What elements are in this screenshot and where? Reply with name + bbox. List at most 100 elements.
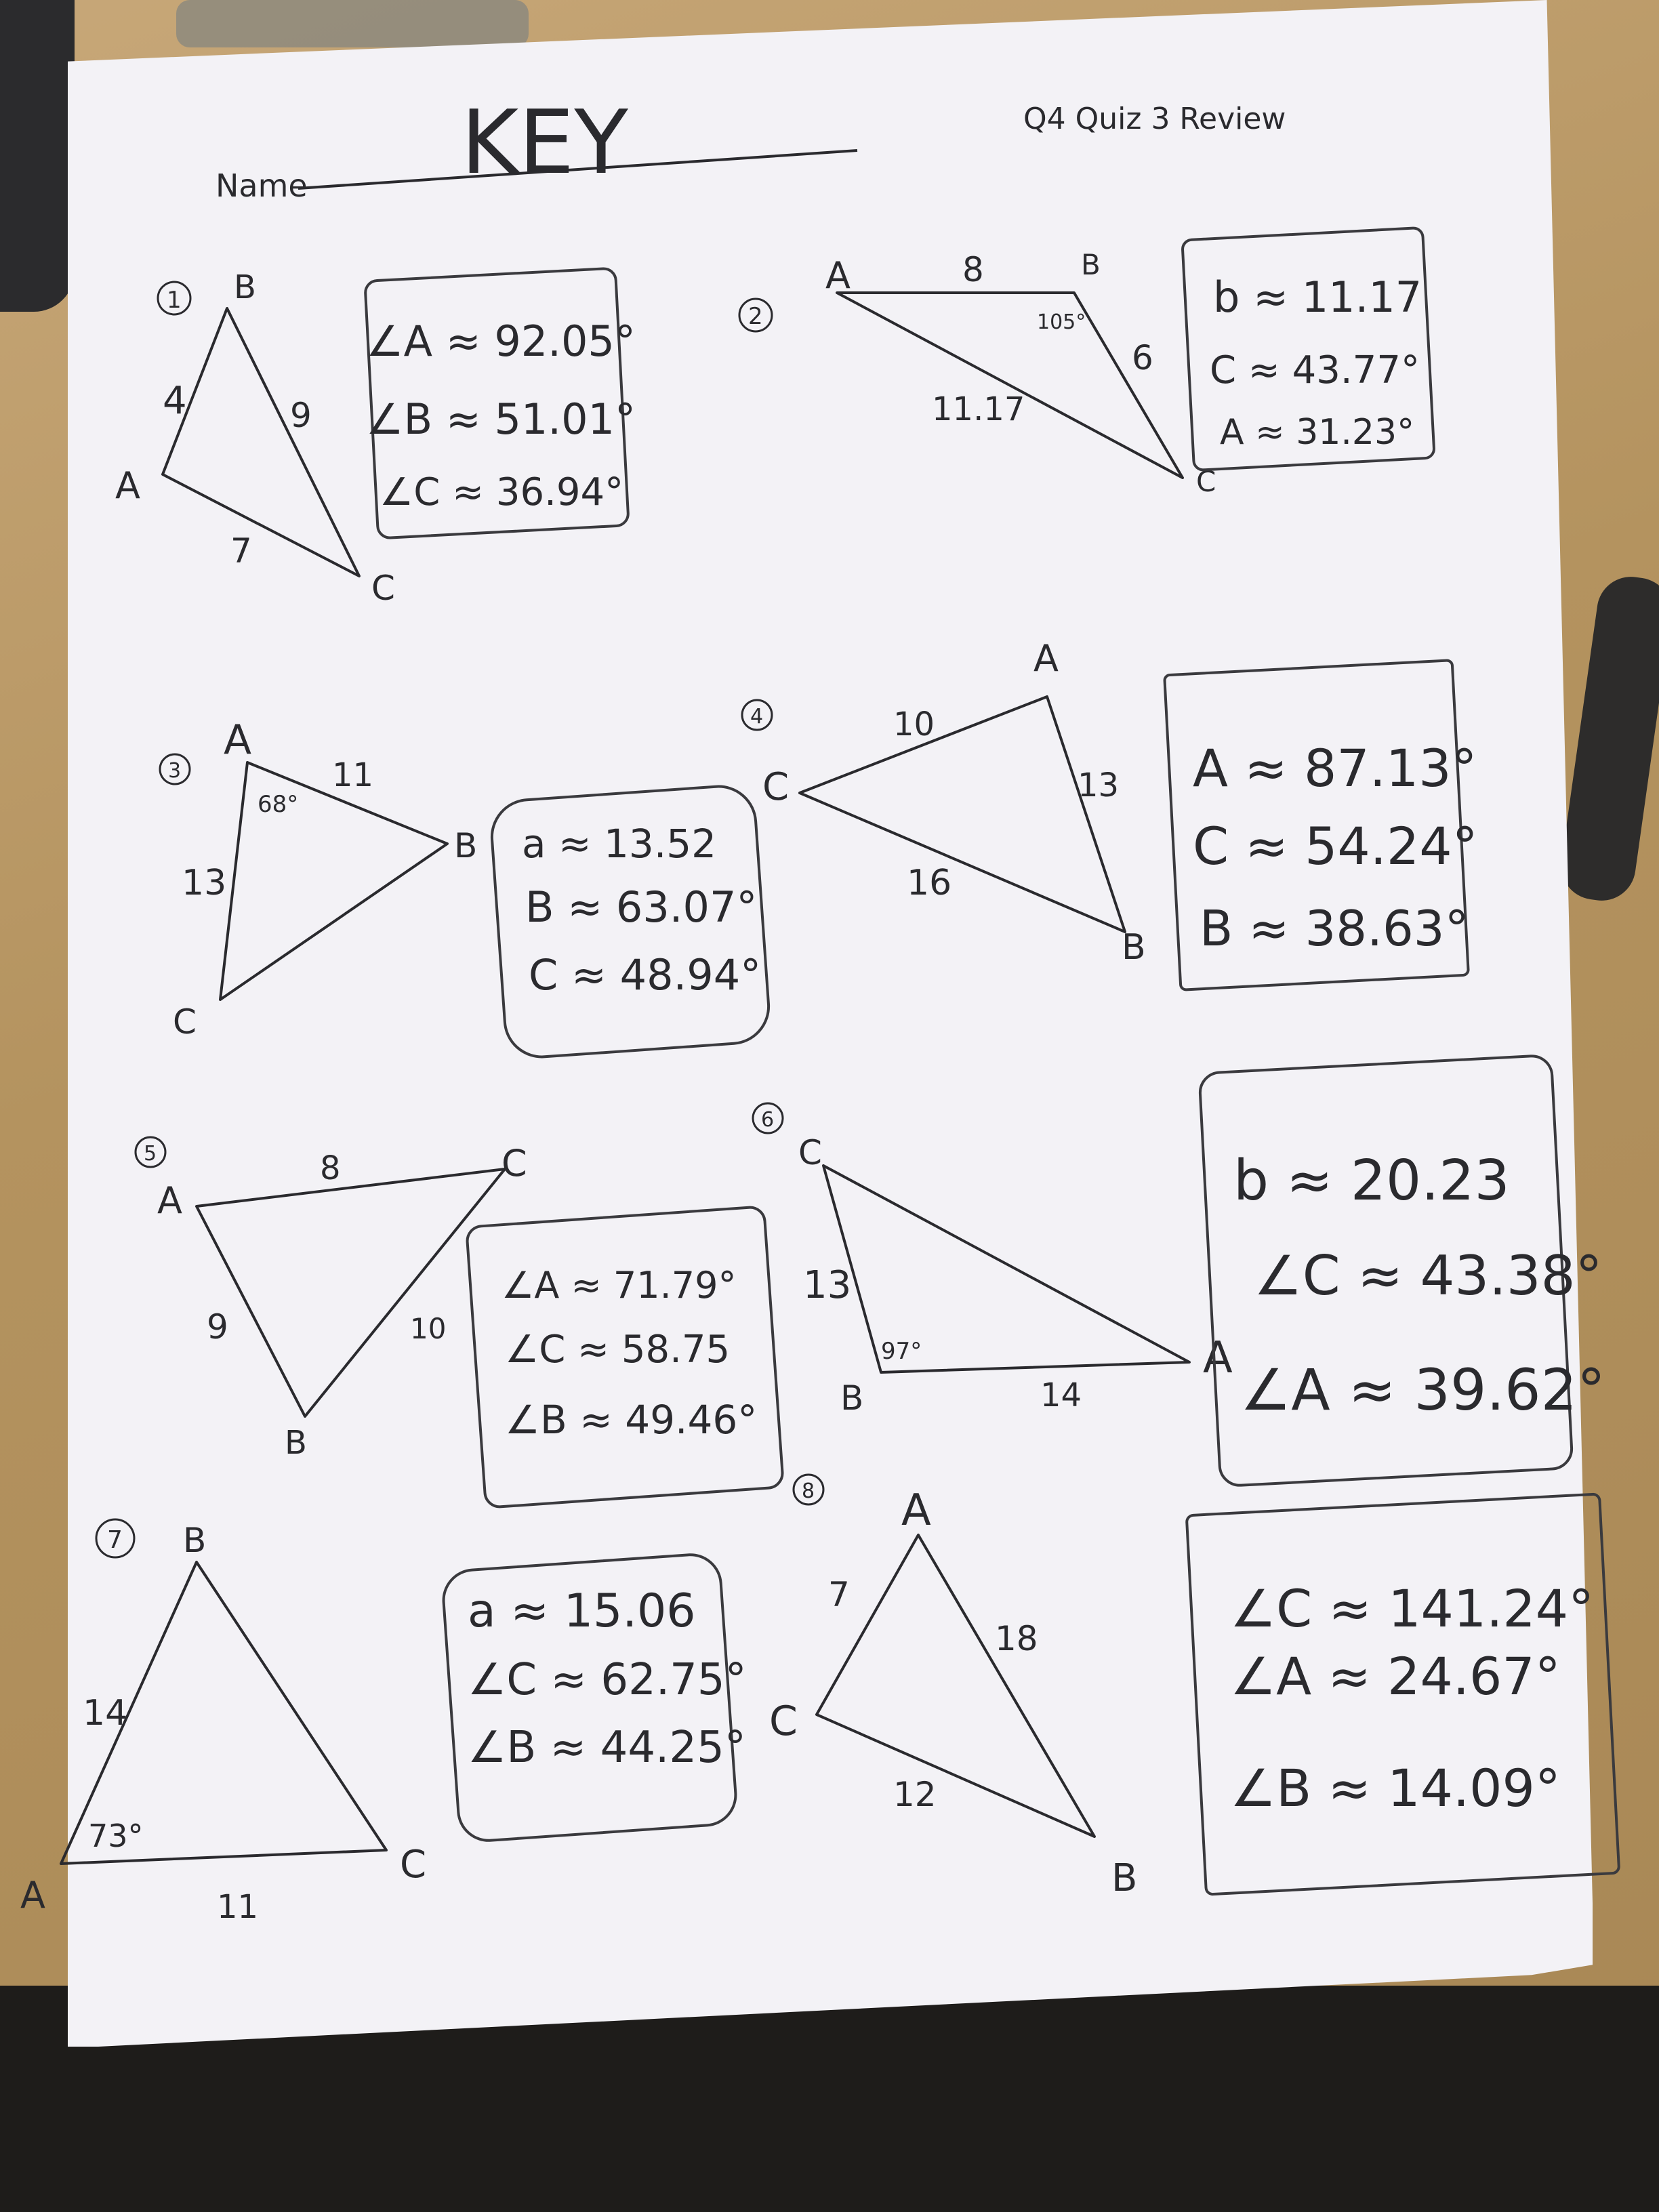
answer-box (1185, 1492, 1620, 1896)
side-label: 14 (1040, 1376, 1082, 1414)
problem-number: 5 (144, 1142, 157, 1166)
side-label: 14 (83, 1693, 127, 1734)
given-angle: 73° (88, 1818, 144, 1854)
vertex-b: B (183, 1521, 206, 1560)
problem-number: 7 (107, 1526, 123, 1554)
answer: C ≈ 48.94° (529, 950, 761, 1000)
problem-number: 2 (748, 303, 763, 330)
problem-number-circle (752, 1102, 784, 1134)
problem-number-circle (792, 1473, 825, 1506)
answer: a ≈ 13.52 (522, 821, 716, 867)
answer: ∠C ≈ 141.24° (1230, 1578, 1594, 1639)
side-label: 18 (995, 1619, 1038, 1658)
vertex-b: B (840, 1378, 863, 1418)
side-label: 8 (320, 1149, 341, 1187)
answer: B ≈ 63.07° (525, 882, 757, 932)
side-label: 13 (182, 863, 226, 903)
answer-box (1198, 1054, 1574, 1487)
side-label: 11 (217, 1888, 258, 1926)
worksheet-title: Q4 Quiz 3 Review (1023, 102, 1286, 136)
side-label: 9 (207, 1307, 228, 1347)
vertex-a: A (157, 1179, 182, 1222)
answer: C ≈ 43.77° (1210, 348, 1420, 392)
side-label: 11 (332, 756, 373, 794)
problem-number: 8 (802, 1479, 815, 1503)
keys (176, 0, 529, 47)
vertex-a: A (825, 254, 851, 297)
triangle (60, 1561, 388, 1865)
vertex-c: C (371, 569, 395, 608)
triangle (219, 761, 449, 1001)
triangle (161, 307, 361, 577)
vertex-b: B (1081, 248, 1101, 281)
name-label: Name (216, 167, 308, 204)
answer: A ≈ 87.13° (1193, 738, 1477, 798)
side-label: 4 (163, 379, 187, 423)
triangle (815, 1534, 1096, 1838)
problem-8: 8 A C B 7 18 12 ∠C ≈ 141.24° ∠A ≈ 24.67°… (769, 1473, 1620, 1900)
vertex-c: C (400, 1843, 426, 1887)
vertex-b: B (1111, 1856, 1137, 1900)
vertex-c: C (173, 1002, 197, 1042)
problem-number: 3 (168, 759, 181, 783)
vertex-a: A (224, 716, 251, 764)
problem-number-circle (157, 281, 192, 316)
vertex-a: A (901, 1486, 931, 1536)
problem-number-circle (738, 298, 773, 333)
answer: ∠B ≈ 44.25° (468, 1723, 746, 1773)
vertex-a: A (115, 464, 140, 507)
given-angle: 97° (881, 1338, 922, 1365)
vertex-c: C (798, 1133, 822, 1172)
answer: ∠A ≈ 39.62° (1240, 1357, 1605, 1423)
vertex-a: A (1033, 637, 1059, 680)
triangle (822, 1164, 1191, 1374)
side-label: 13 (1078, 766, 1119, 804)
answer: a ≈ 15.06 (468, 1584, 696, 1638)
answer: b ≈ 20.23 (1233, 1149, 1510, 1213)
answer-box (364, 267, 630, 539)
answer: ∠B ≈ 51.01° (366, 394, 636, 444)
side-label: 10 (410, 1312, 446, 1345)
vertex-a: A (1203, 1333, 1233, 1383)
answer-box (1181, 226, 1435, 472)
vertex-c: C (769, 1698, 798, 1745)
name-line (298, 149, 858, 190)
given-angle: 68° (258, 791, 298, 818)
answer: ∠B ≈ 49.46° (505, 1397, 757, 1443)
answer: B ≈ 38.63° (1200, 900, 1469, 957)
problem-number: 6 (761, 1108, 774, 1132)
side-label: 6 (1132, 338, 1153, 377)
side-label: 11.17 (932, 390, 1025, 428)
vertex-c: C (501, 1142, 527, 1185)
answer-box (442, 1553, 737, 1842)
answer: ∠A ≈ 71.79° (501, 1264, 737, 1307)
vertex-b: B (454, 826, 477, 865)
answer-box (1163, 659, 1470, 991)
problem-4: 4 A B C 10 13 16 A ≈ 87.13° C ≈ 54.24° B… (741, 637, 1478, 991)
answer-box (466, 1206, 784, 1509)
answer: ∠C ≈ 36.94° (380, 470, 623, 514)
side-label: 7 (230, 531, 252, 571)
vertex-b: B (234, 268, 256, 306)
side-label: 16 (907, 863, 951, 903)
problem-number: 1 (167, 287, 182, 314)
problem-1: 1 B A C 4 9 7 ∠A ≈ 92.05° ∠B ≈ 51.01° ∠C… (115, 267, 636, 608)
side-label: 10 (893, 705, 935, 743)
answer: A ≈ 31.23° (1220, 412, 1414, 453)
problem-number: 4 (750, 705, 763, 729)
vertex-b: B (1122, 927, 1146, 968)
answer: b ≈ 11.17 (1213, 272, 1422, 322)
answer: ∠C ≈ 43.38° (1254, 1244, 1603, 1307)
problem-number-circle (134, 1136, 167, 1168)
given-angle: 105° (1037, 310, 1086, 334)
vertex-c: C (762, 765, 789, 809)
answer: ∠C ≈ 62.75° (468, 1655, 747, 1705)
problem-2: 2 A B C 8 6 11.17 105° b ≈ 11.17 C ≈ 43.… (738, 226, 1435, 498)
triangle (798, 695, 1126, 933)
problem-7: 7 B A C 14 11 73° a ≈ 15.06 ∠C ≈ 62.75° … (20, 1518, 747, 1926)
answer: ∠B ≈ 14.09° (1230, 1758, 1561, 1818)
side-label: 9 (290, 396, 312, 435)
dark-object (0, 0, 75, 312)
vertex-a: A (20, 1874, 45, 1917)
